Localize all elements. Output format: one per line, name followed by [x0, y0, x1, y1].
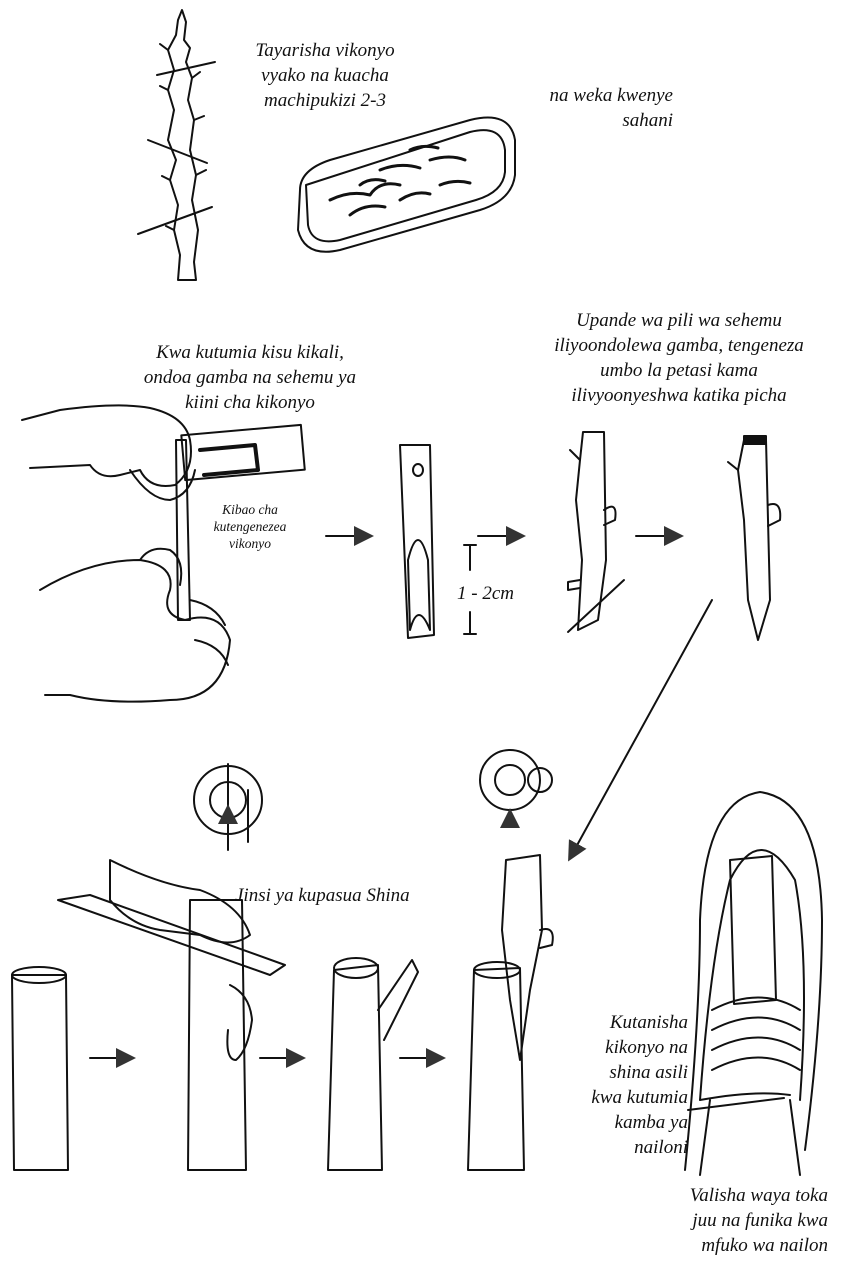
caption-line: iliyoondolewa gamba, tengeneza [554, 335, 804, 356]
wedge-scion-drawing [727, 435, 782, 641]
caption-line: Upande wa pili wa sehemu [576, 310, 782, 331]
caption-line: shina asili [609, 1062, 688, 1083]
caption-prepare-scions: Tayarisha vikonyo vyako na kuacha machip… [225, 38, 425, 113]
stock-2-drawing [57, 859, 286, 1171]
caption-board-label: Kibao cha kutengenezea vikonyo [200, 501, 300, 552]
caption-line: kikonyo na [605, 1037, 688, 1058]
cut-scion-drawing [399, 444, 477, 639]
arrow-diagonal [568, 599, 713, 862]
caption-line: kutengenezea [213, 519, 287, 534]
caption-line: ondoa gamba na sehemu ya [143, 367, 357, 388]
caption-line: Kutanisha [609, 1012, 688, 1033]
caption-line: vikonyo [229, 536, 271, 551]
caption-line: Kibao cha [222, 502, 278, 517]
stock-4-drawing [467, 854, 554, 1171]
caption-line: Tayarisha vikonyo [255, 40, 395, 61]
caption-line: kwa kutumia [591, 1087, 688, 1108]
caption-cover-bag: Valisha waya toka juu na funika kwa mfuk… [600, 1183, 828, 1258]
caption-line: Valisha waya toka [689, 1185, 828, 1206]
caption-line: vyako na kuacha [261, 65, 389, 86]
caption-place-in-tray: na weka kwenye sahani [505, 83, 673, 133]
caption-line: ilivyoonyeshwa katika picha [571, 385, 787, 406]
measurement-label: 1 - 2cm [457, 583, 514, 604]
caption-line: Kwa kutumia kisu kikali, [156, 342, 344, 363]
caption-line: mfuko wa nailon [701, 1235, 828, 1256]
caption-line: kiini cha kikonyo [185, 392, 315, 413]
covered-graft-drawing [684, 791, 823, 1176]
stock-1-drawing [11, 966, 69, 1171]
caption-split-stock: Jinsi ya kupasua Shina [235, 885, 410, 906]
caption-line: juu na funika kwa [692, 1210, 828, 1231]
caption-line: sahani [622, 110, 673, 131]
cross-section-1-drawing [193, 763, 263, 851]
stock-3-drawing [327, 957, 419, 1171]
caption-line: kamba ya [614, 1112, 688, 1133]
caption-line: umbo la petasi kama [600, 360, 758, 381]
caption-line: machipukizi 2-3 [264, 90, 386, 111]
caption-remove-bark: Kwa kutumia kisu kikali, ondoa gamba na … [115, 340, 385, 415]
caption-wedge-shape: Upande wa pili wa sehemu iliyoondolewa g… [518, 308, 840, 408]
cross-section-2-drawing [479, 749, 553, 828]
scion-stick-drawing [137, 9, 216, 281]
scion-side-drawing [567, 431, 625, 633]
tray-drawing [297, 116, 516, 253]
hands-knife-drawing [21, 404, 306, 703]
caption-line: na weka kwenye [549, 85, 673, 106]
caption-join-scion: Kutanisha kikonyo na shina asili kwa kut… [558, 1010, 688, 1160]
caption-line: nailoni [634, 1137, 688, 1158]
